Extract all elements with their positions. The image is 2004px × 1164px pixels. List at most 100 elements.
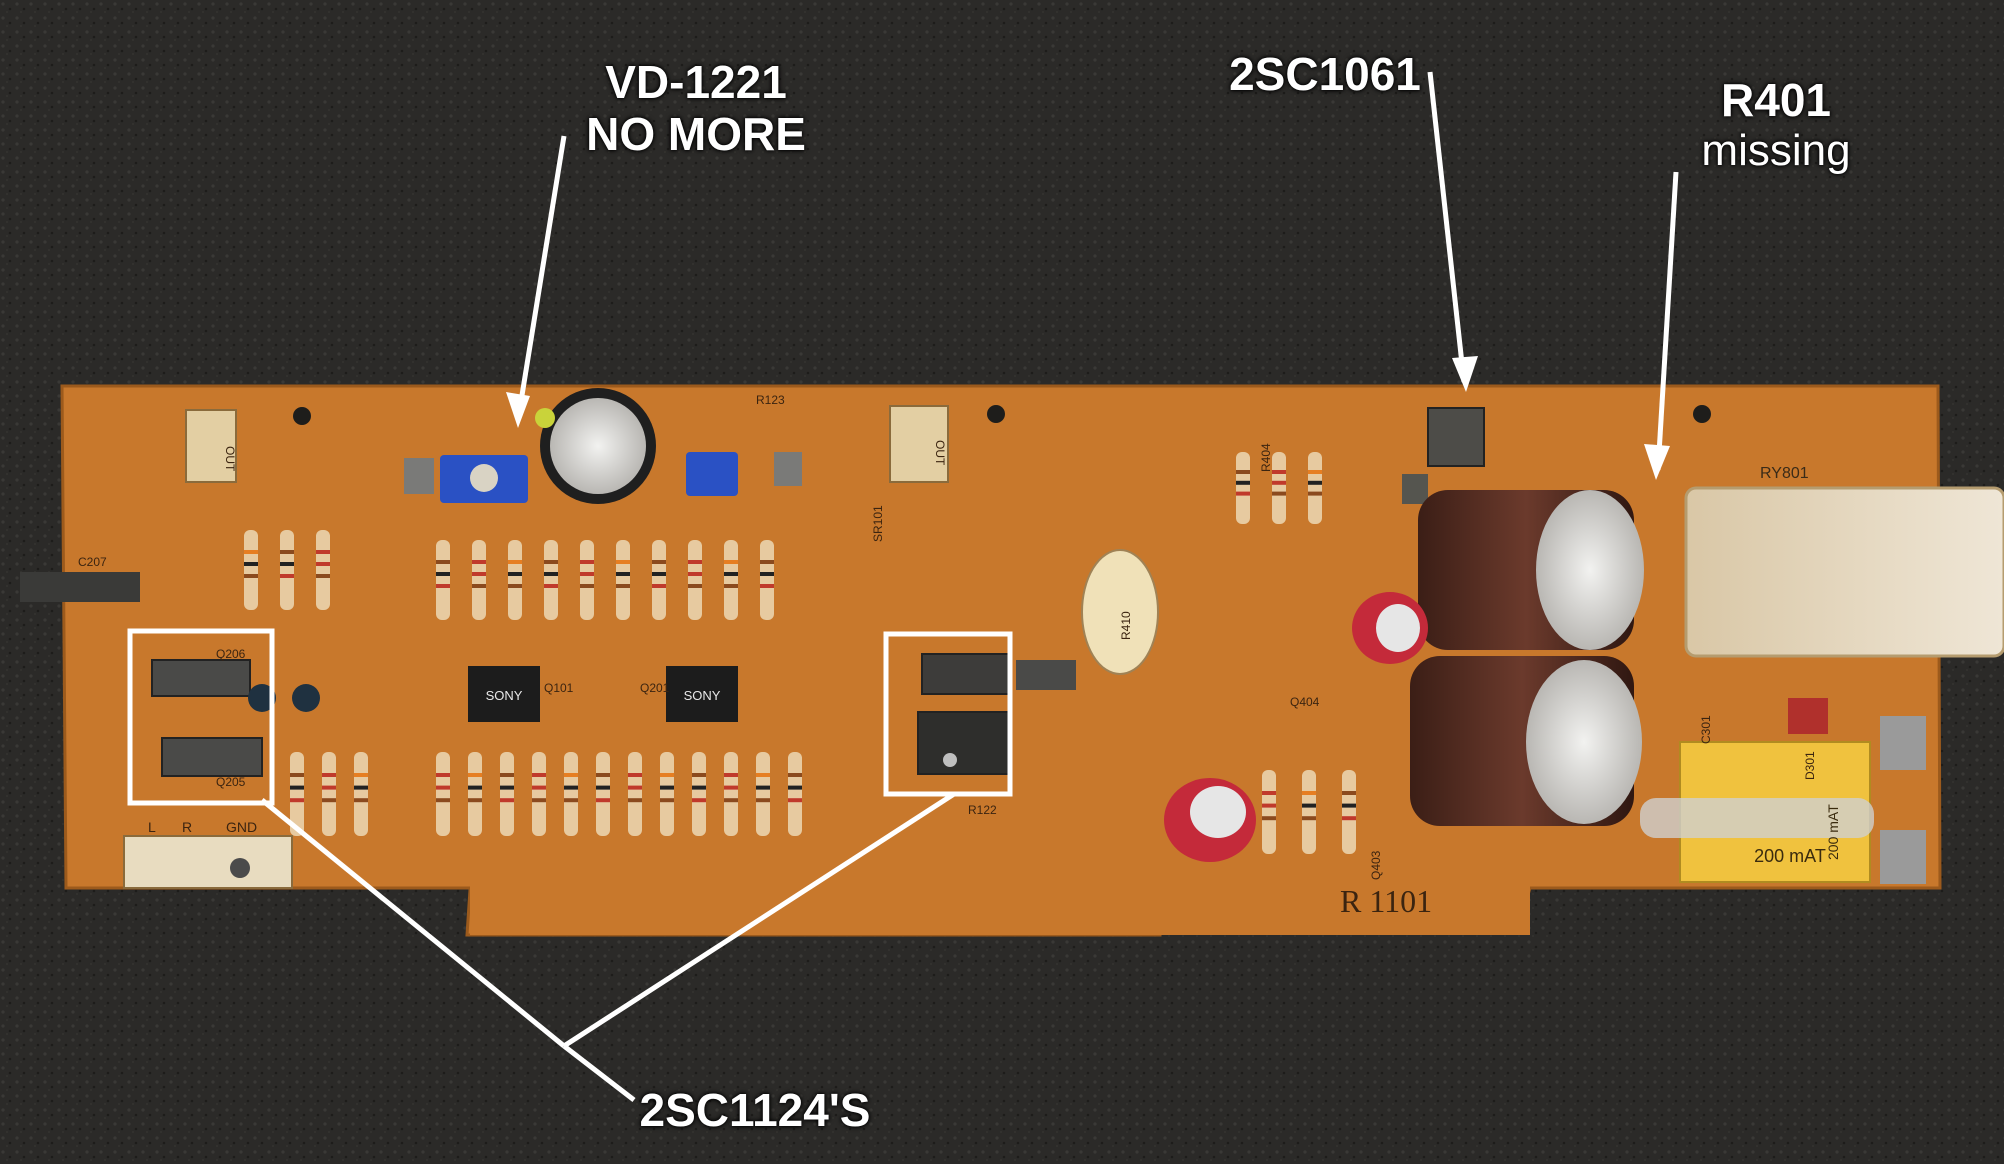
trimmer-pot [686,452,738,496]
resistor-band [532,785,546,790]
resistor [1302,770,1316,854]
silkscreen-label: R410 [1119,611,1133,640]
resistor-band [532,798,546,803]
resistor-band [322,773,336,777]
small-transistor [248,684,276,712]
resistor-band [724,560,738,564]
resistor-band [724,584,738,588]
resistor-band [652,584,666,588]
resistor-band [724,572,738,576]
resistor-band [280,550,294,554]
resistor-band [724,798,738,803]
pcb-bottom-tab [470,880,1530,935]
resistor [652,540,666,620]
resistor-band [1236,491,1250,496]
resistor-band [1262,791,1276,795]
resistor-band [564,785,578,790]
resistor [692,752,706,836]
resistor [756,752,770,836]
resistor-band [660,785,674,790]
silkscreen-label: R122 [968,803,997,817]
board-revision: R 1101 [1340,883,1432,919]
resistor [628,752,642,836]
silkscreen-label: Q101 [544,681,574,695]
silkscreen-label: R123 [756,393,785,407]
resistor-band [660,798,674,803]
annotation-vd1221: VD-1221 NO MORE [566,56,826,160]
relay [1684,486,2004,658]
ic-chip [468,666,540,722]
resistor-band [1236,470,1250,474]
resistor-band [508,560,522,564]
resistor-row-upper [436,540,774,620]
resistor-band [500,773,514,777]
resistor-row-right [1236,452,1356,854]
out-connector [889,405,949,483]
header-label: GND [226,819,257,835]
resistor [760,540,774,620]
annotation-overlay [127,71,1679,1102]
resistor-band [472,560,486,564]
fuse-clip [1880,830,1926,884]
resistor-band [436,798,450,803]
silkscreen-label: R404 [1259,443,1273,472]
resistor-band [436,773,450,777]
ic-chip [666,666,738,722]
ic-brand-text: SONY [486,688,523,703]
pointer-line [562,791,956,1049]
resistor [1308,452,1322,524]
resistor-band [1272,470,1286,474]
resistor-band [544,560,558,564]
resistor [564,752,578,836]
resistor-band [788,773,802,777]
silkscreen-label: Q404 [1290,695,1320,709]
resistor [244,530,258,610]
resistor-band [788,798,802,803]
resistor-band [756,798,770,803]
power-transistor [917,711,1011,775]
resistor [280,530,294,610]
annotation-vd1221-line1: VD-1221 [605,56,787,108]
silkscreen-label: D301 [1803,751,1817,780]
silkscreen-label: Q206 [216,647,246,661]
resistor-band [692,798,706,803]
resistor-band [500,785,514,790]
resistor-band [760,584,774,588]
resistor-band [596,798,610,803]
resistor-band [1308,470,1322,474]
resistor-band [628,798,642,803]
resistor [468,752,482,836]
silkscreen-label: Q201 [640,681,670,695]
resistor-band [760,572,774,576]
transistor-2sc1061 [1427,407,1485,467]
resistor [532,752,546,836]
resistor-band [354,798,368,803]
resistor [788,752,802,836]
resistor-band [468,785,482,790]
resistor [1262,770,1276,854]
resistor-band [290,798,304,803]
resistor-band [1272,480,1286,485]
resistor-band [660,773,674,777]
resistor [596,752,610,836]
resistor [544,540,558,620]
resistor [724,752,738,836]
resistor-band [436,560,450,564]
resistor-band [580,584,594,588]
out-label: OUT [933,440,947,466]
resistor-band [532,773,546,777]
resistor-band [500,798,514,803]
out-connector [185,409,237,483]
lr-gnd-header [123,835,293,889]
resistor-band [322,798,336,803]
resistor-band [472,584,486,588]
resistor [508,540,522,620]
header-label: R [182,819,192,835]
resistor-band [322,785,336,790]
annotation-2sc1124-label: 2SC1124'S [639,1084,871,1136]
power-transistor [161,737,263,777]
mounting-hole [987,405,1005,423]
header-label: L [148,819,156,835]
ic-brand-text: SONY [684,688,721,703]
